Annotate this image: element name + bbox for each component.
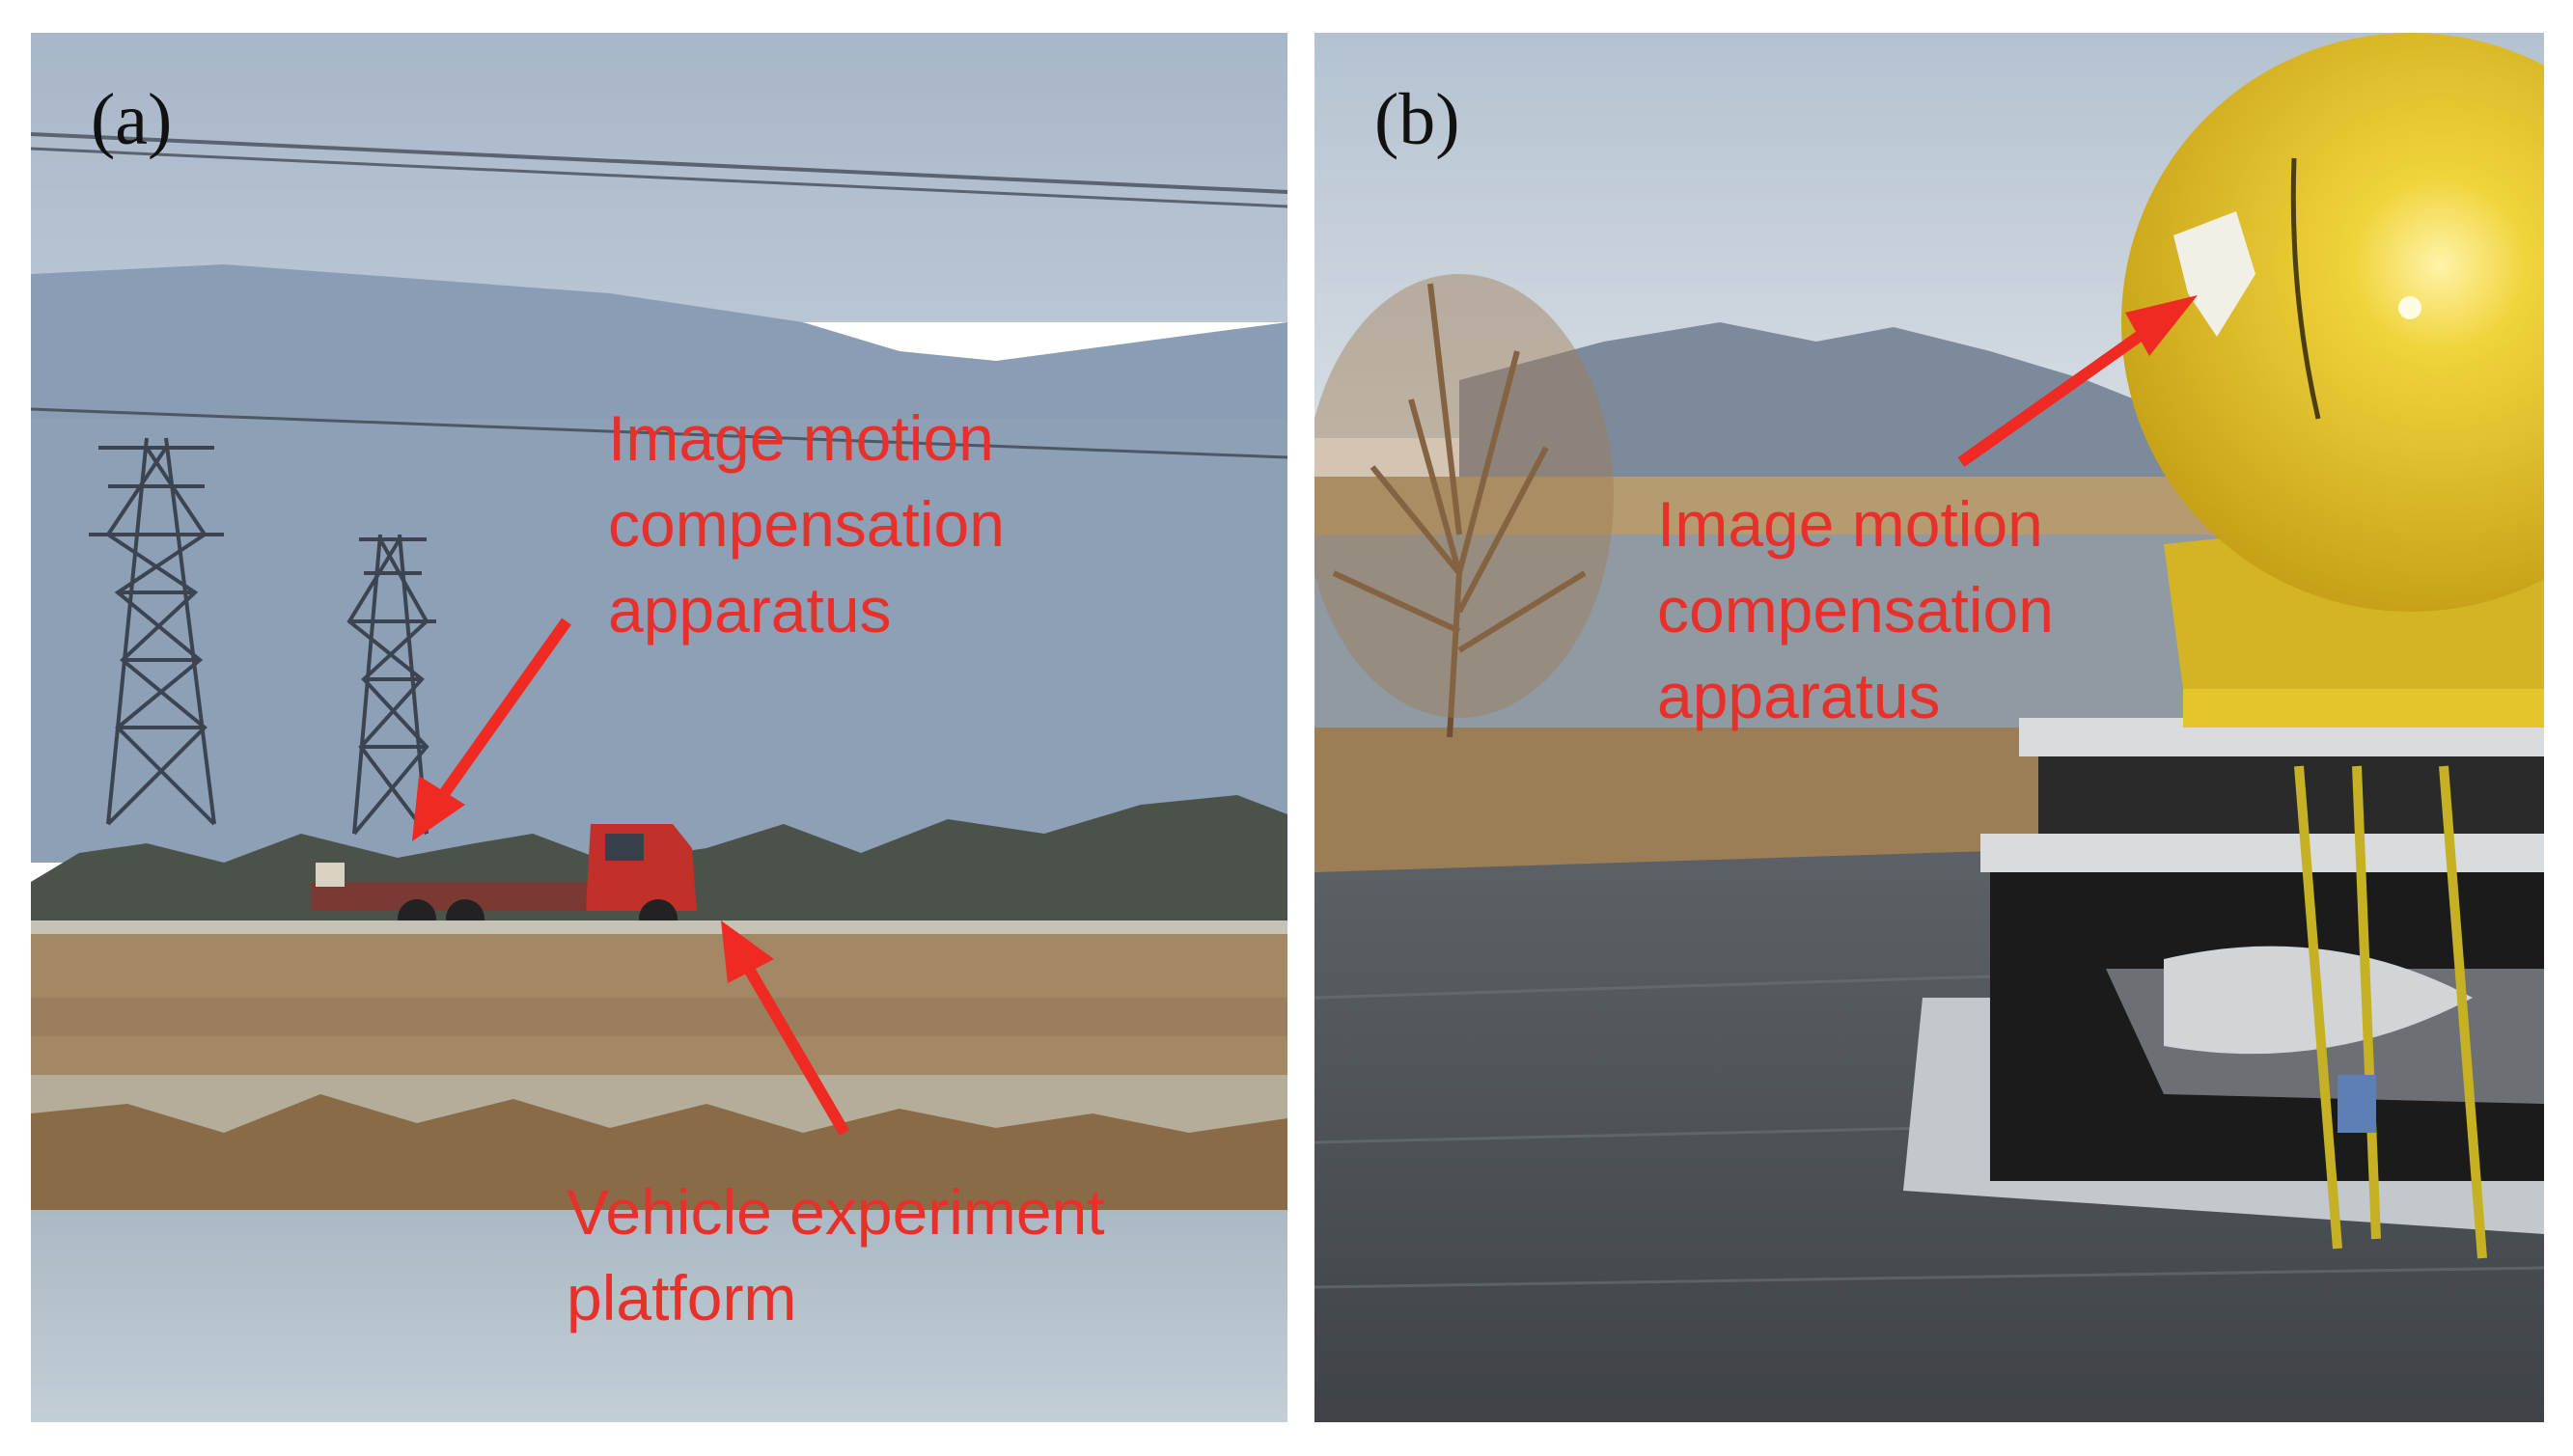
annotation-line: apparatus <box>1657 660 1941 732</box>
annotation-line: compensation <box>608 488 1005 561</box>
annotation-line: Image motion <box>1657 488 2043 560</box>
panel-a-apparatus-annotation: Image motion compensation apparatus <box>608 396 1005 653</box>
annotation-line: Vehicle experiment <box>567 1176 1105 1248</box>
panel-a-photo: (a) Image motion compensation apparatus … <box>31 33 1287 1422</box>
reeds <box>31 1094 1287 1210</box>
panel-b-apparatus-annotation: Image motion compensation apparatus <box>1657 481 2054 739</box>
annotation-line: platform <box>567 1262 797 1334</box>
arrow <box>1957 295 2198 467</box>
equipment-base <box>1903 718 2544 1259</box>
annotation-line: compensation <box>1657 574 2054 646</box>
transmission-tower <box>89 437 224 826</box>
power-line <box>31 132 1287 194</box>
power-line <box>31 147 1287 208</box>
water <box>31 1210 1287 1422</box>
panel-b-scene <box>1314 33 2544 1422</box>
annotation-line: apparatus <box>608 574 892 646</box>
panel-a-scene <box>31 33 1287 1422</box>
panel-a-label: (a) <box>91 79 173 160</box>
panel-b-label: (b) <box>1374 79 1460 160</box>
transmission-tower <box>346 534 436 836</box>
panel-a-platform-annotation: Vehicle experiment platform <box>567 1169 1105 1341</box>
annotation-line: Image motion <box>608 402 994 474</box>
panel-b-photo: (b) Image motion compensation apparatus <box>1314 33 2544 1422</box>
yellow-dome-camera <box>2121 33 2544 728</box>
tree <box>1332 283 1587 738</box>
arrow <box>721 920 850 1137</box>
arrow <box>412 618 571 841</box>
